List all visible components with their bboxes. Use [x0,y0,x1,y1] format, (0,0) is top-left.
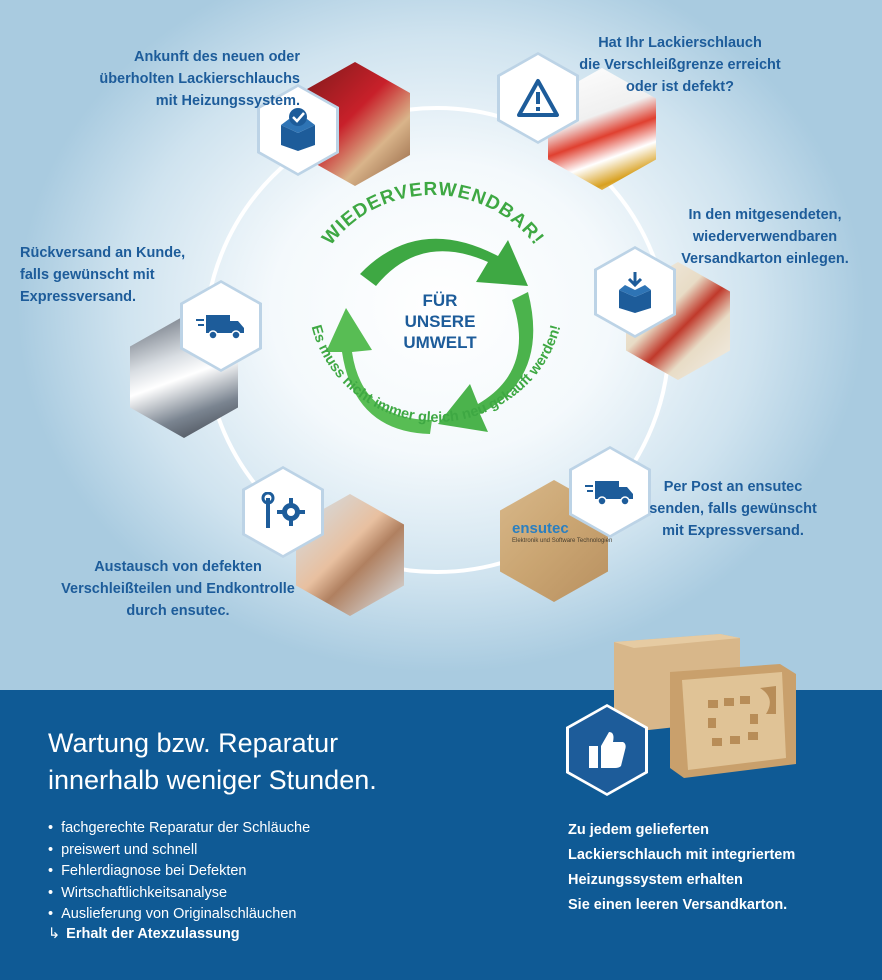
atex-item-label: Erhalt der Atexzulassung [66,926,240,942]
truck-icon [585,481,633,506]
list-item: fachgerechte Reparatur der Schläuche [48,818,310,840]
step-pack-hex [597,249,673,335]
empty-shipping-box [614,634,796,778]
headline-line-1: Wartung bzw. Reparatur [48,728,339,758]
thumbs-up-icon [589,732,626,768]
box-brand: ensutec [512,520,569,537]
atex-item: ↳ Erhalt der Atexzulassung [48,926,240,942]
arc-top-text: WIEDERVERWENDBAR! [318,179,547,249]
step-return-hex [183,283,259,369]
tools-icon [261,492,305,528]
step-return-label: Rückversand an Kunde,falls gewünscht mit… [20,245,186,305]
step-wear-hex [500,55,576,141]
center-line-2: UNSERE [404,312,476,331]
list-item: Fehlerdiagnose bei Defekten [48,861,310,883]
truck-icon [196,315,244,340]
benefit-list: fachgerechte Reparatur der Schläuche pre… [48,818,310,926]
headline-line-2: innerhalb weniger Stunden. [48,765,377,795]
list-item: Auslieferung von Originalschläuchen [48,904,310,926]
headline: Wartung bzw. Reparatur innerhalb weniger… [48,725,377,799]
turn-arrow-icon: ↳ [48,926,61,942]
center-label: FÜR UNSERE UMWELT [380,290,500,353]
svg-text:WIEDERVERWENDBAR!: WIEDERVERWENDBAR! [318,179,548,249]
list-item: Wirtschaftlichkeitsanalyse [48,883,310,905]
box-note: Zu jedem gelieferten Lackierschlauch mit… [568,822,796,913]
warning-icon [517,79,559,117]
list-item: preiswert und schnell [48,840,310,862]
box-check-icon [281,108,315,151]
center-line-3: UMWELT [403,333,477,352]
box-in-icon [619,272,651,313]
center-line-1: FÜR [422,291,458,310]
process-circle: WIEDERVERWENDBAR! Es muss nicht immer gl… [203,106,671,574]
recycle-icon [326,238,534,434]
box-brand-sub: Elektronik und Software Technologien [512,538,613,544]
